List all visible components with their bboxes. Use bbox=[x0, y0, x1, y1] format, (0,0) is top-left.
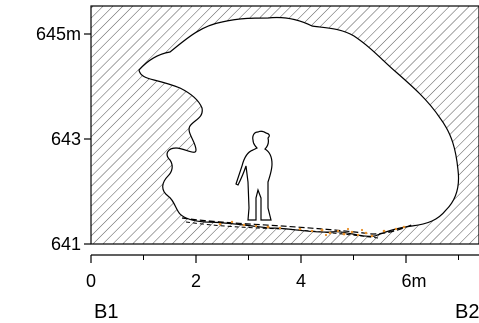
y-axis: 645m 643 641 bbox=[36, 24, 91, 254]
x-tick-label: 0 bbox=[86, 271, 96, 291]
y-tick-label: 643 bbox=[51, 129, 81, 149]
end-label-left: B1 bbox=[94, 301, 118, 323]
x-axis: 0 2 4 6m bbox=[86, 254, 479, 291]
x-tick-label: 6m bbox=[401, 271, 426, 291]
y-tick-label: 645m bbox=[36, 24, 81, 44]
y-tick-label: 641 bbox=[51, 234, 81, 254]
x-tick-label: 4 bbox=[296, 271, 306, 291]
plot-frame bbox=[90, 5, 479, 245]
end-label-right: B2 bbox=[455, 301, 479, 323]
human-scale-figure bbox=[235, 130, 273, 221]
floor-sediment bbox=[181, 217, 415, 239]
x-tick-label: 2 bbox=[191, 271, 201, 291]
